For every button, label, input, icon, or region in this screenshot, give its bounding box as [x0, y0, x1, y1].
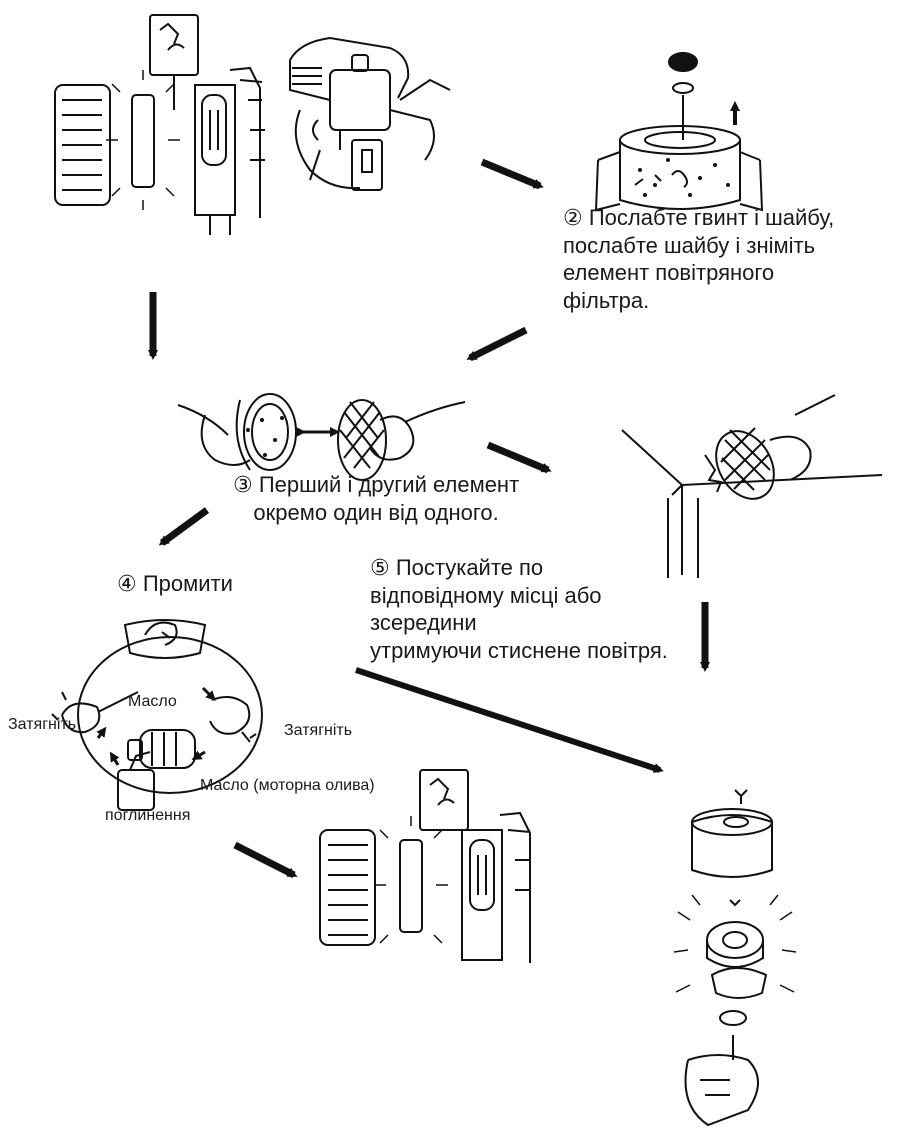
step2-line1: ② Послабте гвинт і шайбу, [563, 205, 835, 230]
tap-element-illustration [621, 394, 883, 578]
oil-label: Масло [128, 693, 177, 710]
arrow-to-step4 [158, 507, 210, 546]
step5-instruction: ⑤ Постукайте по відповідному місці або з… [370, 554, 668, 665]
step3-instruction: ③ Перший і другий елемент окремо один ві… [233, 471, 519, 526]
arrow-to-reinstall [233, 841, 298, 879]
arrow-to-step3 [466, 326, 528, 362]
step3-line1: ③ Перший і другий елемент [233, 472, 520, 497]
step3-line2: окремо один від одного. [253, 499, 499, 525]
step2-line4: фільтра. [563, 288, 650, 314]
step2-instruction: ② Послабте гвинт і шайбу, послабте шайбу… [563, 204, 834, 315]
cylinder-filter-illustration [594, 52, 764, 212]
absorption-label: поглинення [105, 807, 191, 824]
separate-elements-illustration [177, 393, 466, 481]
arrow-long-to-assembly [355, 667, 664, 773]
top-left-engine-illustration [54, 14, 451, 235]
step5-line4: утримуючи стиснене повітря. [370, 638, 668, 664]
step5-line2: відповідному місці або [370, 582, 602, 608]
step4-title: ④ Промити [117, 571, 233, 596]
tighten-left-label: Затягніть [8, 716, 77, 733]
arrow-to-step2 [480, 158, 544, 190]
flow-arrows [148, 158, 710, 879]
step2-line3: елемент повітряного [563, 260, 775, 286]
reinstall-illustration [319, 769, 531, 963]
step2-line2: послабте шайбу і зніміть [563, 232, 816, 258]
arrow-to-step5 [486, 441, 552, 474]
step5-line3: зсередини [370, 610, 477, 636]
engine-oil-label: Масло (моторна олива) [200, 777, 375, 794]
exploded-assembly-illustration [673, 789, 797, 1127]
wash-cycle-illustration [51, 619, 263, 811]
tighten-right-label: Затягніть [284, 722, 353, 739]
step5-line1: ⑤ Постукайте по [370, 555, 544, 580]
